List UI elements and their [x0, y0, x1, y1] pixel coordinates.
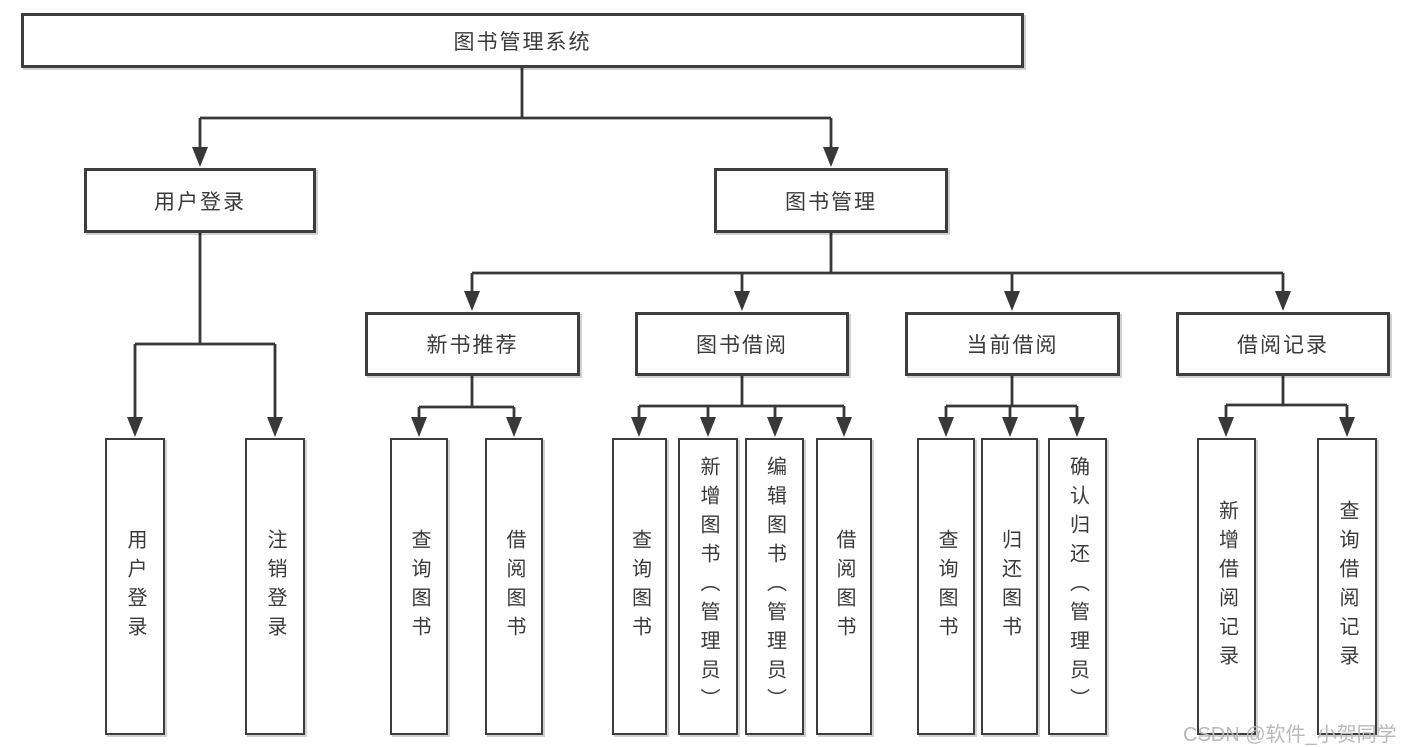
- leaf-logout-login: 注销登录: [245, 438, 305, 735]
- node-label: 借阅图书: [503, 528, 525, 645]
- node-label: 编辑图书（管理员）: [763, 456, 786, 717]
- node-borrowing-records: 借阅记录: [1176, 312, 1390, 376]
- node-label: 查询图书: [935, 528, 957, 645]
- node-label: 借阅图书: [833, 528, 855, 645]
- leaf-borrow-books-recommend: 借阅图书: [485, 438, 543, 735]
- connector-book-borrowing: [631, 376, 852, 437]
- node-label: 当前借阅: [966, 334, 1059, 357]
- leaf-return-book: 归还图书: [981, 438, 1038, 735]
- node-label: 借阅记录: [1237, 334, 1329, 357]
- leaf-query-borrow-record: 查询借阅记录: [1317, 438, 1377, 735]
- node-label: 图书管理系统: [453, 30, 592, 54]
- node-label: 用户登录: [124, 528, 146, 645]
- node-new-book-recommendation: 新书推荐: [365, 312, 580, 376]
- node-label: 新书推荐: [426, 334, 519, 357]
- connector-current-borrowing: [938, 376, 1085, 437]
- node-book-management: 图书管理: [714, 168, 948, 233]
- node-current-borrowing: 当前借阅: [905, 312, 1120, 376]
- node-label: 查询借阅记录: [1336, 499, 1358, 674]
- leaf-confirm-return-admin: 确认归还（管理员）: [1048, 438, 1107, 735]
- node-label: 新增图书（管理员）: [697, 456, 719, 717]
- leaf-query-books-recommend: 查询图书: [390, 438, 448, 735]
- leaf-query-books-current: 查询图书: [917, 438, 975, 735]
- watermark: CSDN @软件_小贺同学: [1183, 724, 1397, 746]
- node-label: 用户登录: [154, 190, 246, 214]
- node-label: 归还图书: [998, 528, 1021, 645]
- leaf-borrow-book: 借阅图书: [816, 438, 872, 735]
- leaf-add-book-admin: 新增图书（管理员）: [678, 438, 738, 735]
- node-library-management-system: 图书管理系统: [21, 13, 1024, 68]
- leaf-edit-book-admin: 编辑图书（管理员）: [745, 438, 804, 735]
- connector-book-management: [464, 233, 1291, 311]
- node-user-login: 用户登录: [84, 168, 316, 233]
- node-label: 查询图书: [408, 528, 430, 645]
- node-label: 图书借阅: [696, 334, 788, 357]
- node-label: 图书管理: [785, 190, 877, 214]
- node-label: 新增借阅记录: [1215, 499, 1238, 674]
- connector-borrowing-records: [1218, 376, 1355, 437]
- node-label: 查询图书: [628, 528, 651, 645]
- node-label: 确认归还（管理员）: [1066, 456, 1089, 717]
- connector-user-login: [127, 233, 283, 437]
- leaf-add-borrow-record: 新增借阅记录: [1197, 438, 1256, 735]
- connector-new-book-recommendation: [411, 376, 522, 437]
- leaf-user-login: 用户登录: [105, 438, 165, 735]
- node-book-borrowing: 图书借阅: [635, 312, 849, 376]
- leaf-query-books-borrowing: 查询图书: [612, 438, 667, 735]
- node-label: 注销登录: [264, 528, 286, 645]
- connector-root: [192, 68, 839, 167]
